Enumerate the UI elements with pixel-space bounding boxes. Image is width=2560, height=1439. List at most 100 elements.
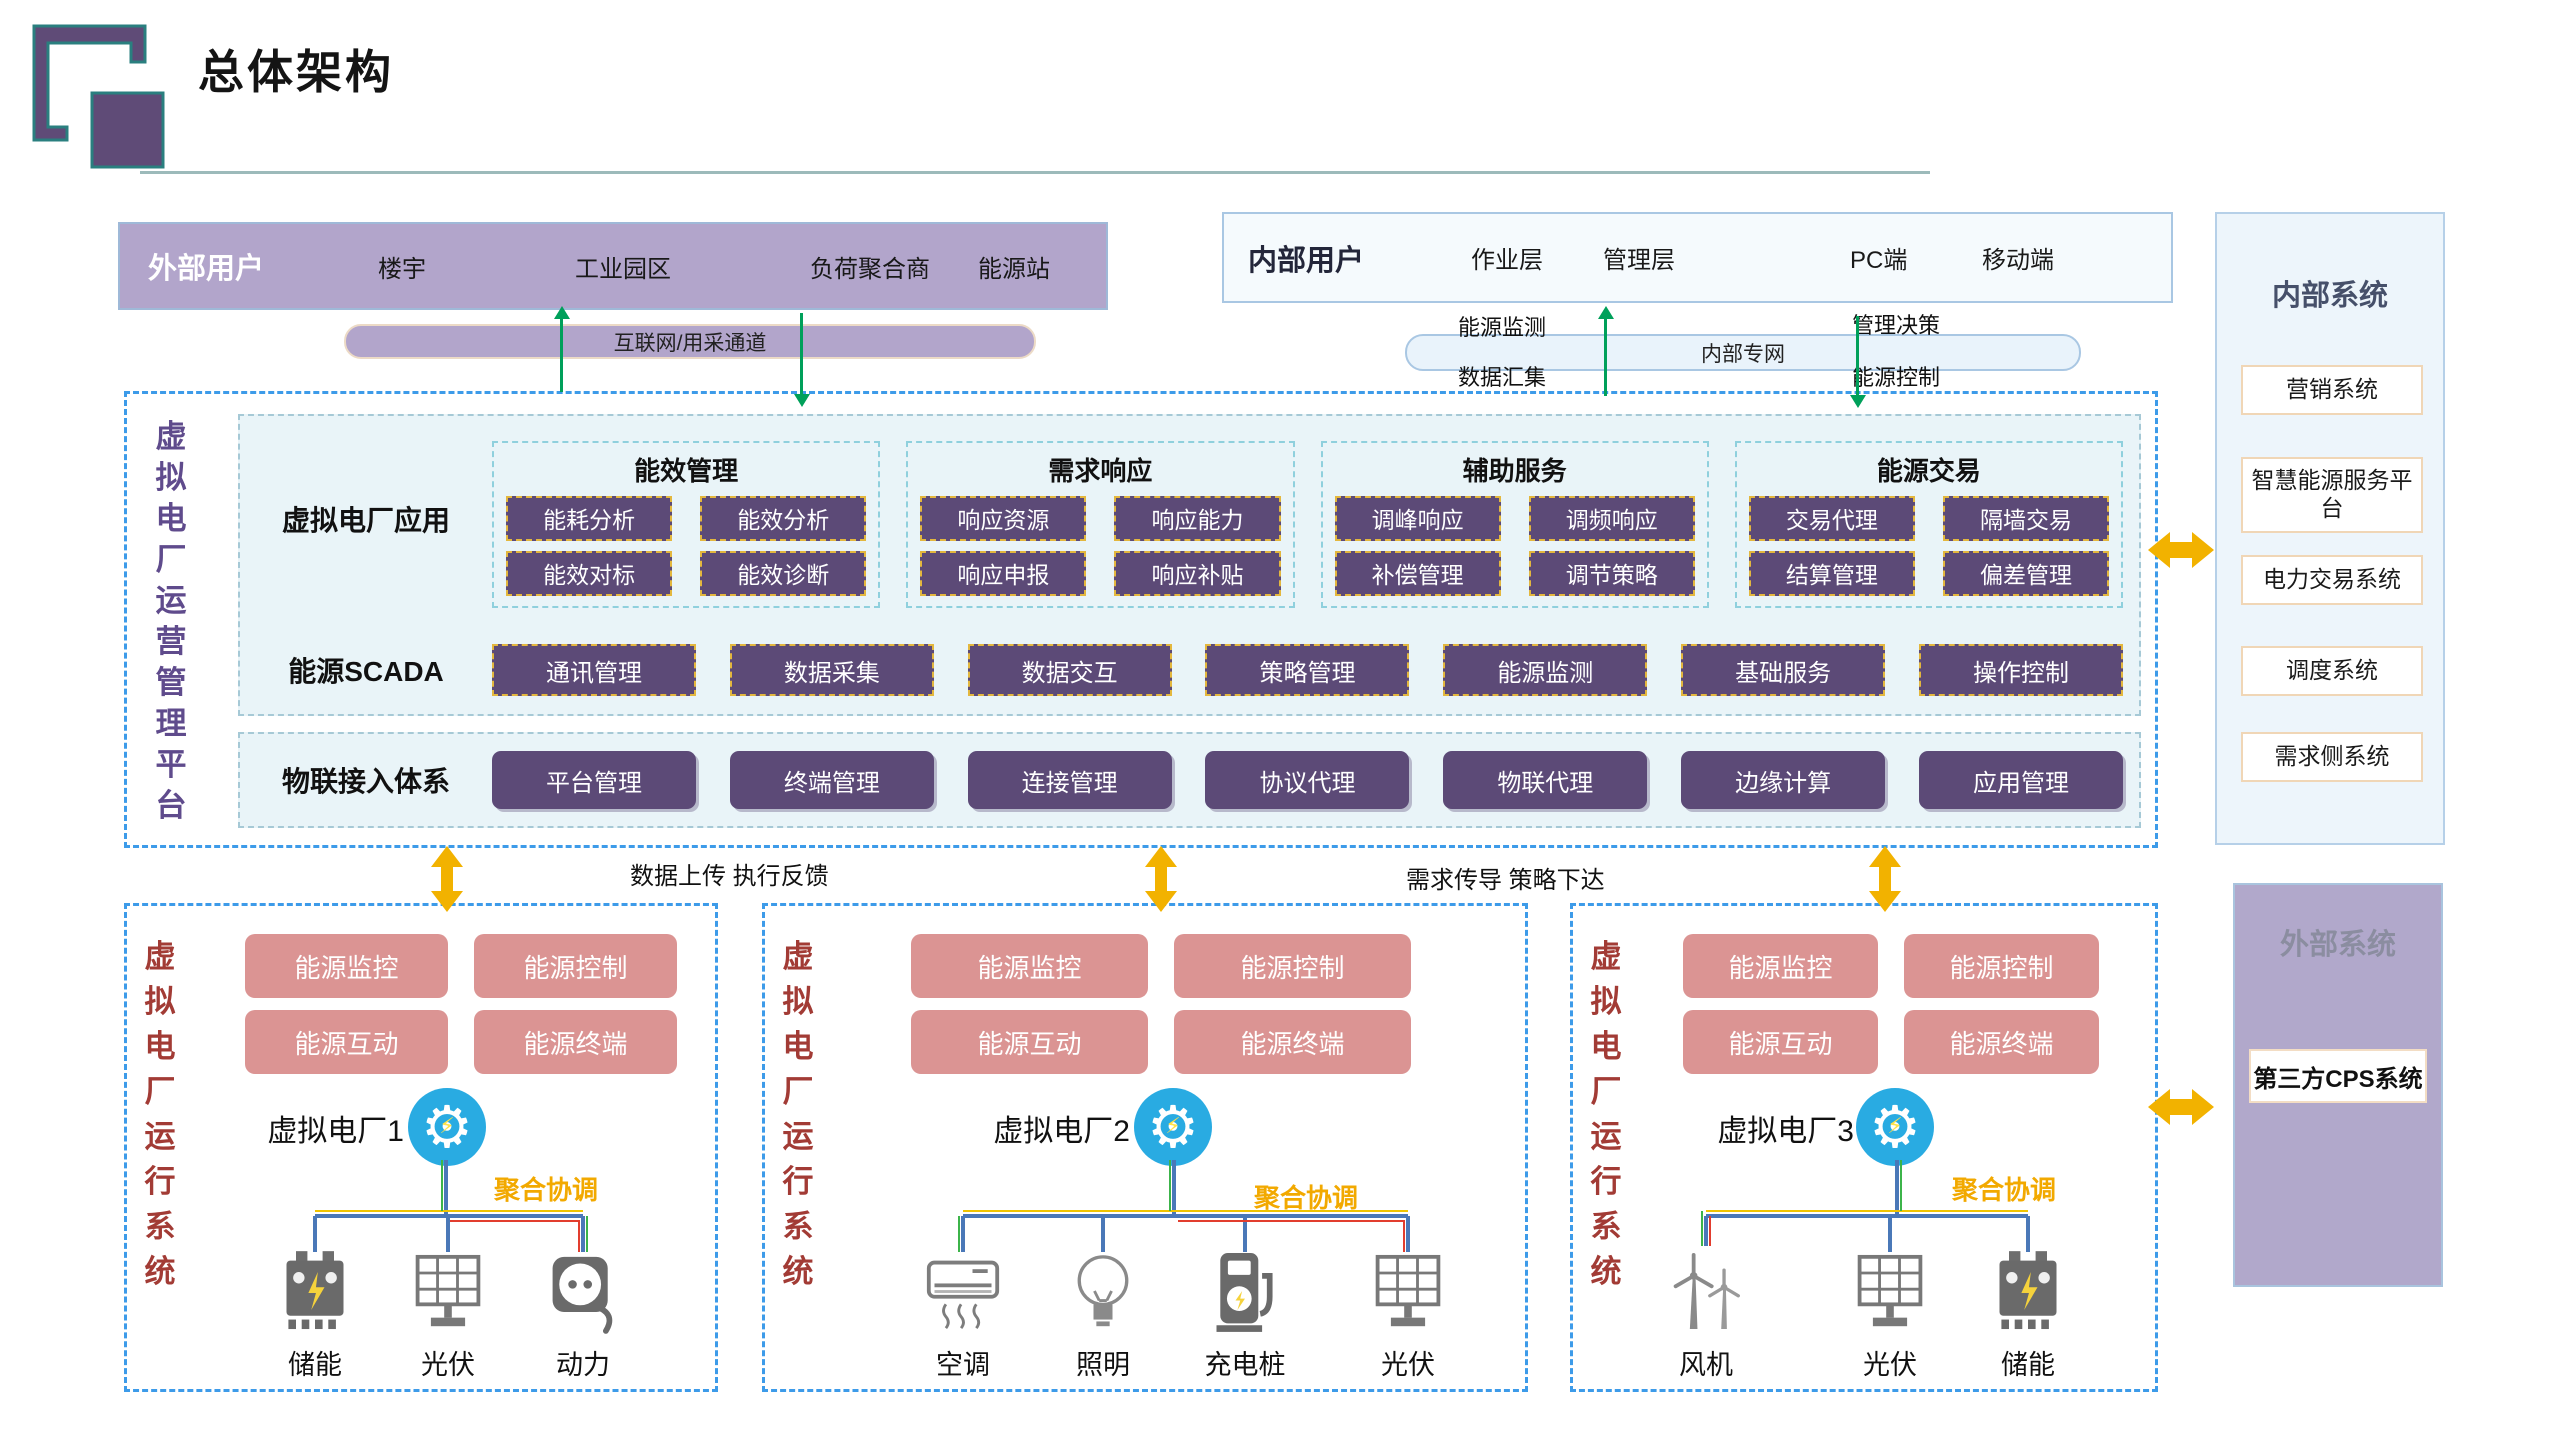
iot-buttons: 平台管理 终端管理 连接管理 协议代理 物联代理 边缘计算 应用管理 (492, 751, 2139, 809)
plant-name: 虚拟电厂2 (993, 1115, 1130, 1148)
vpp-gear-icon: ⚙⚡ (1134, 1088, 1212, 1166)
external-user-item: 负荷聚合商 (810, 255, 930, 283)
group-title: 能源交易 (1876, 455, 1981, 486)
plant-side-title: 虚拟电厂运行系统 (782, 939, 814, 1289)
plant-name: 虚拟电厂3 (1717, 1115, 1854, 1148)
wind-turbine-icon (1668, 1248, 1744, 1336)
module-chip: 能源监测 (1443, 644, 1648, 696)
demand-strategy-label: 需求传导 策略下达 (1406, 867, 1605, 894)
module-chip: 补偿管理 (1334, 550, 1501, 596)
device-charger: 充电桩 (1185, 1248, 1305, 1382)
scada-buttons: 通讯管理 数据采集 数据交互 策略管理 能源监测 基础服务 操作控制 (492, 644, 2139, 696)
device-label: 光伏 (1381, 1350, 1435, 1380)
device-label: 储能 (2001, 1350, 2055, 1380)
device-label: 风机 (1679, 1350, 1733, 1380)
module-chip: 交易代理 (1748, 495, 1915, 541)
external-system-item: 第三方CPS系统 (2249, 1049, 2427, 1103)
device-pv: 光伏 (1348, 1248, 1468, 1382)
device-label: 照明 (1076, 1350, 1130, 1380)
internal-users-bar: 内部用户 作业层 管理层 PC端 移动端 (1222, 212, 2173, 303)
internal-system-item: 调度系统 (2241, 646, 2423, 696)
plant-function-buttons: 能源监控 能源控制 能源互动 能源终端 (245, 934, 677, 1074)
internet-channel-pill: 互联网/用采通道 (344, 324, 1036, 359)
module-chip: 能效分析 (700, 495, 867, 541)
solar-panel-icon (410, 1248, 486, 1336)
module-chip: 通讯管理 (492, 644, 696, 696)
external-systems-title: 外部系统 (2279, 929, 2396, 961)
internal-system-item: 需求侧系统 (2241, 732, 2423, 782)
function-chip: 能源终端 (1174, 1010, 1411, 1074)
page-title: 总体架构 (198, 46, 394, 98)
scada-layer-row: 能源SCADA 通讯管理 数据采集 数据交互 策略管理 能源监测 基础服务 操作… (240, 622, 2139, 718)
device-pv: 光伏 (1830, 1248, 1950, 1382)
function-chip: 能源互动 (1683, 1010, 1878, 1074)
coordination-label: 聚合协调 (1254, 1183, 1359, 1213)
external-user-item: 工业园区 (575, 255, 671, 283)
device-label: 光伏 (421, 1350, 475, 1380)
module-chip: 能耗分析 (506, 495, 673, 541)
upload-arrow (1598, 306, 1614, 396)
plant-function-buttons: 能源监控 能源控制 能源互动 能源终端 (1683, 934, 2099, 1074)
app-group-ancillary-services: 辅助服务 调峰响应 调频响应 补偿管理 调节策略 (1320, 440, 1709, 608)
solar-panel-icon (1370, 1248, 1446, 1336)
module-chip: 响应能力 (1114, 495, 1281, 541)
function-chip: 能源控制 (474, 934, 677, 998)
charging-pile-icon (1207, 1248, 1283, 1336)
group-title: 能效管理 (634, 455, 739, 486)
device-label: 光伏 (1863, 1350, 1917, 1380)
internal-system-item: 营销系统 (2241, 365, 2423, 415)
internal-system-item: 智慧能源服务平台 (2241, 457, 2423, 533)
flow-label-monitor: 能源监测 (1458, 315, 1547, 340)
battery-icon (1990, 1248, 2066, 1336)
module-chip: 应用管理 (1918, 751, 2123, 809)
external-systems-panel: 外部系统 第三方CPS系统 (2233, 883, 2443, 1287)
plant-side-title: 虚拟电厂运行系统 (1590, 939, 1622, 1289)
module-chip: 边缘计算 (1681, 751, 1886, 809)
function-chip: 能源互动 (245, 1010, 448, 1074)
module-chip: 连接管理 (967, 751, 1172, 809)
device-label: 空调 (936, 1350, 990, 1380)
coordination-label: 聚合协调 (494, 1175, 599, 1205)
internal-user-item: 作业层 (1471, 247, 1543, 274)
module-chip: 策略管理 (1205, 644, 1410, 696)
module-chip: 调峰响应 (1334, 495, 1501, 541)
function-chip: 能源终端 (1904, 1010, 2099, 1074)
module-chip: 终端管理 (729, 751, 934, 809)
app-group-demand-response: 需求响应 响应资源 响应能力 响应申报 响应补贴 (906, 440, 1295, 608)
device-label: 储能 (288, 1350, 342, 1380)
light-bulb-icon (1065, 1248, 1141, 1336)
module-chip: 调节策略 (1528, 550, 1695, 596)
air-conditioner-icon (925, 1248, 1001, 1336)
device-ac: 空调 (903, 1248, 1023, 1382)
device-pv: 光伏 (388, 1248, 508, 1382)
module-chip: 基础服务 (1681, 644, 1886, 696)
data-exchange-arrow-icon (431, 846, 463, 912)
function-chip: 能源互动 (911, 1010, 1148, 1074)
data-exchange-arrow-icon (1145, 846, 1177, 912)
internal-user-item: PC端 (1850, 247, 1908, 274)
module-chip: 能效对标 (506, 550, 673, 596)
upload-arrow (554, 306, 570, 392)
external-user-item: 楼宇 (378, 255, 426, 283)
module-chip: 数据采集 (729, 644, 934, 696)
solar-panel-icon (1852, 1248, 1928, 1336)
data-exchange-arrow-icon (1869, 846, 1901, 912)
intranet-channel-pill: 内部专网 (1405, 334, 2081, 371)
function-chip: 能源控制 (1174, 934, 1411, 998)
module-chip: 隔墙交易 (1942, 495, 2109, 541)
module-chip: 响应申报 (920, 550, 1087, 596)
device-power: 动力 (523, 1248, 643, 1382)
app-groups: 能效管理 能耗分析 能效分析 能效对标 能效诊断 需求响应 响应资源 响应能力 (492, 431, 2139, 608)
iot-layer-label: 物联接入体系 (281, 766, 450, 797)
coordination-label: 聚合协调 (1952, 1175, 2057, 1205)
module-chip: 响应资源 (920, 495, 1087, 541)
power-plug-icon (545, 1248, 621, 1336)
battery-icon (277, 1248, 353, 1336)
vpp-gear-icon: ⚙⚡ (1856, 1088, 1934, 1166)
aggregation-bus-lines (1701, 1160, 2030, 1252)
internal-user-item: 移动端 (1982, 247, 2054, 274)
flow-label-collect: 数据汇集 (1458, 365, 1547, 390)
function-chip: 能源终端 (474, 1010, 677, 1074)
device-lighting: 照明 (1043, 1248, 1163, 1382)
app-group-energy-efficiency: 能效管理 能耗分析 能效分析 能效对标 能效诊断 (492, 440, 881, 608)
